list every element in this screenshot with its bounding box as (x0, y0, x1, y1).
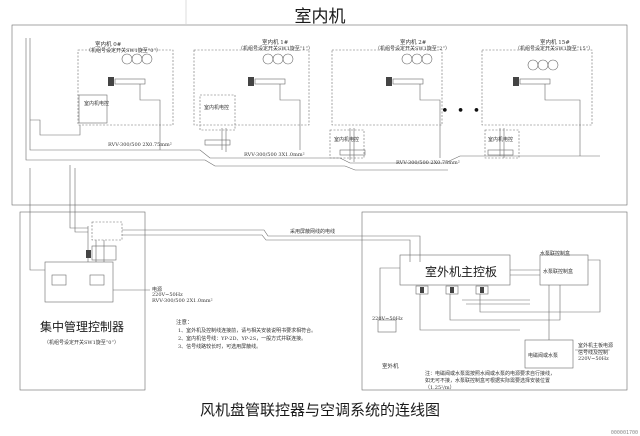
corner-id: 000001700 (610, 430, 638, 436)
indoor-unit-2-name: 室内机 2# (400, 40, 427, 46)
notes-heading: 注意： (176, 320, 193, 326)
indoor-unit-1-note: （机组号设定开关SW1旋至“1”） (238, 46, 314, 52)
wire-spec-label-1: RVV-300/500 2X0.75mm² (108, 142, 172, 148)
outdoor-power-spec: 220V~50Hz (372, 316, 403, 322)
outdoor-unit-label: 室外机 (382, 364, 399, 370)
indoor-unit-15-name: 室内机 15# (540, 40, 570, 46)
indoor-unit-2-panel: 室内机电控 (334, 137, 360, 143)
more-units-ellipsis: • • • (441, 104, 483, 119)
indoor-unit-1-panel: 室内机电控 (204, 105, 230, 111)
diagram-caption: 风机盘管联控器与空调系统的连线图 (199, 401, 440, 419)
pump-wire-label: 电磁阀或水泵 (528, 353, 559, 359)
outdoor-footer-1: 注：电磁阀或水泵需按照水阀或水泵的电源要求自行接线， (425, 371, 556, 377)
note-line-1: 1、室外机及控制线连接前，请与相关安装说明书要求相符合。 (178, 328, 317, 334)
legend-line-3: 220V~50Hz (578, 356, 609, 362)
central-controller-note: （机组号设定开关SW1旋至“0”） (44, 340, 120, 346)
outdoor-board-title: 室外机主控板 (425, 265, 498, 279)
legend-line-1: 室外机主板电源 (578, 343, 614, 349)
indoor-unit-1-name: 室内机 1# (262, 40, 289, 46)
shielded-cable-label: 采用屏蔽网线的电线 (290, 229, 336, 235)
central-controller-title: 集中管理控制器 (40, 320, 125, 334)
indoor-unit-0-name: 室内机 0# (95, 42, 122, 48)
indoor-unit-2-note: （机组号设定开关SW1旋至“2”） (375, 46, 451, 52)
wire-spec-label-3: RVV-300/500 2X0.75mm² (396, 160, 460, 166)
controller-power-spec: 220V~50Hz (152, 292, 183, 298)
indoor-unit-0-note: （机组号设定开关SW1旋至“0”） (86, 48, 162, 54)
indoor-unit-0-panel: 室内机电控 (84, 101, 110, 107)
outdoor-footer-3: （1.25²/m） (425, 385, 455, 391)
note-line-2: 2、室内机信号线：YP-2D、YP-2S，一般方式并联连接。 (178, 336, 307, 342)
indoor-unit-15-panel: 室内机电控 (488, 137, 514, 143)
indoor-unit-15-note: （机组号设定开关SW1旋至“15”） (515, 46, 594, 52)
legend-line-2: 信号线及控制 (578, 350, 609, 356)
controller-power-label: 电源 (152, 287, 163, 293)
indoor-units-heading: 室内机 (294, 7, 346, 27)
note-line-3: 3、信号线路较长时，可选用屏蔽线。 (178, 344, 262, 350)
outdoor-footer-2: 如无可不接，水泵联控制盒可根据实际需要选择安装位置 (425, 378, 551, 384)
wire-spec-label-2: RVV-300/500 3X1.0mm² (244, 152, 305, 158)
water-pump-box: 水泵联控制盒 (543, 269, 574, 275)
controller-wire-label: RVV-300/500 2X1.0mm² (152, 298, 213, 304)
water-pump-label: 水泵联控制盒 (540, 251, 571, 257)
